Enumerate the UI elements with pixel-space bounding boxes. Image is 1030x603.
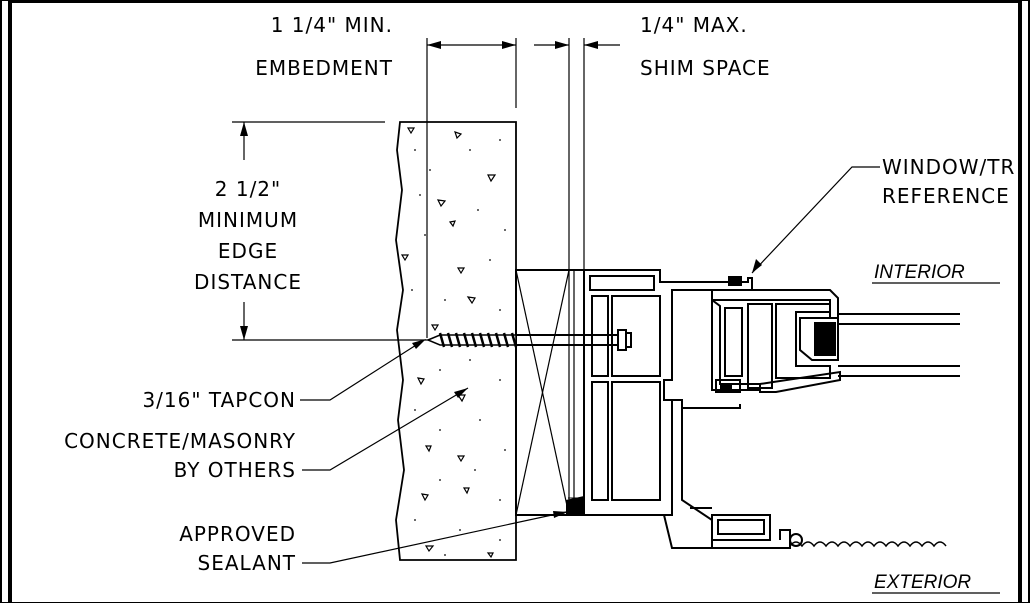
sealant-label-line1: APPROVED [179, 522, 296, 546]
concrete-aggregate-marks [400, 127, 497, 559]
edge-distance-dimension [232, 121, 435, 341]
concrete-stipple [411, 139, 506, 556]
tapcon-label: 3/16" TAPCON [142, 388, 296, 412]
window-reference-label-line1: WINDOW/TR [882, 155, 1015, 179]
edge-distance-label-line1: 2 1/2" [215, 177, 281, 201]
window-frame-profile [583, 269, 960, 549]
wood-buck [515, 269, 585, 516]
concrete-label-line1: CONCRETE/MASONRY [64, 429, 296, 453]
shim-space-dimension [534, 38, 620, 272]
embedment-label-line2: EMBEDMENT [255, 56, 393, 80]
edge-distance-label-line3: EDGE [218, 239, 278, 263]
embedment-label-line1: 1 1/4" MIN. [271, 13, 393, 37]
edge-distance-label-line4: DISTANCE [194, 270, 302, 294]
shim-space-label-line1: 1/4" MAX. [640, 13, 748, 37]
interior-label: INTERIOR [874, 262, 965, 283]
sealant-label-line2: SEALANT [198, 551, 296, 575]
shim-space-label-line2: SHIM SPACE [640, 56, 771, 80]
concrete-label-line2: BY OTHERS [174, 458, 296, 482]
leader-lines [300, 166, 1000, 594]
exterior-label: EXTERIOR [874, 572, 971, 593]
edge-distance-label-line2: MINIMUM [198, 208, 298, 232]
sealant-bead [566, 496, 584, 514]
window-reference-label-line2: REFERENCE [882, 184, 1010, 208]
embedment-dimension [426, 38, 517, 338]
tapcon-screw [426, 329, 632, 351]
